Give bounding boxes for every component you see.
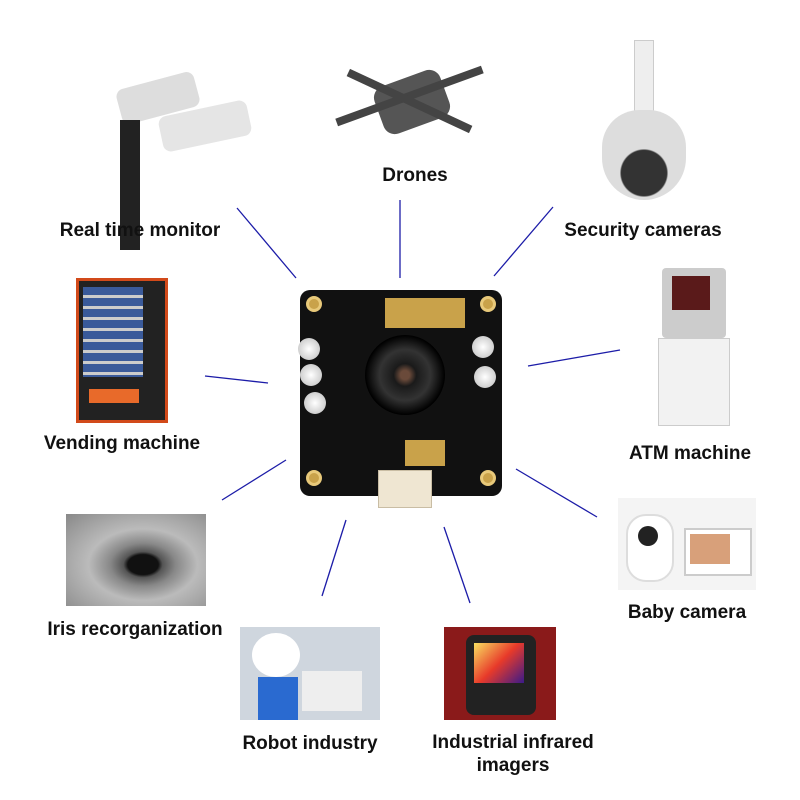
line-atm-machine bbox=[527, 349, 621, 367]
ir-led bbox=[474, 366, 496, 388]
line-iris bbox=[221, 459, 287, 501]
line-baby-camera bbox=[515, 468, 598, 518]
label-drones: Drones bbox=[382, 165, 448, 186]
thermal-imager-image bbox=[444, 627, 556, 720]
label-security-cameras: Security cameras bbox=[564, 220, 722, 241]
robot-image bbox=[240, 627, 380, 720]
ir-led bbox=[300, 364, 322, 386]
drone-image bbox=[322, 42, 497, 157]
label-vending-machine: Vending machine bbox=[43, 433, 201, 454]
label-atm-machine: ATM machine bbox=[628, 443, 752, 464]
line-real-time-monitor bbox=[236, 207, 297, 279]
mount-hole bbox=[306, 470, 322, 486]
label-industrial-infrared: Industrial infrared bbox=[432, 732, 594, 753]
line-security-cameras bbox=[493, 206, 554, 277]
board-connector bbox=[378, 470, 432, 508]
label-robot-industry: Robot industry bbox=[242, 733, 378, 754]
dome-camera-image bbox=[598, 40, 688, 210]
mount-hole bbox=[306, 296, 322, 312]
baby-monitor-image bbox=[618, 498, 756, 590]
ir-led bbox=[304, 392, 326, 414]
mount-hole bbox=[480, 470, 496, 486]
ir-led bbox=[472, 336, 494, 358]
camera-lens bbox=[365, 335, 445, 415]
eye-iris-image bbox=[66, 514, 206, 606]
label-iris-recognition: Iris recorganization bbox=[47, 619, 223, 640]
atm-machine-image bbox=[654, 268, 730, 426]
label-real-time-monitor: Real time monitor bbox=[59, 220, 221, 241]
board-gold-pad bbox=[385, 298, 465, 328]
vending-machine-image bbox=[76, 278, 168, 423]
line-infrared bbox=[443, 526, 471, 604]
ir-led bbox=[298, 338, 320, 360]
cctv-camera-image bbox=[90, 70, 253, 250]
line-vending-machine bbox=[204, 375, 269, 384]
label-baby-camera: Baby camera bbox=[627, 602, 747, 623]
line-robot bbox=[321, 519, 347, 597]
label-industrial-infrared-line2: imagers bbox=[476, 755, 550, 776]
mount-hole bbox=[480, 296, 496, 312]
board-gold-pad bbox=[405, 440, 445, 466]
